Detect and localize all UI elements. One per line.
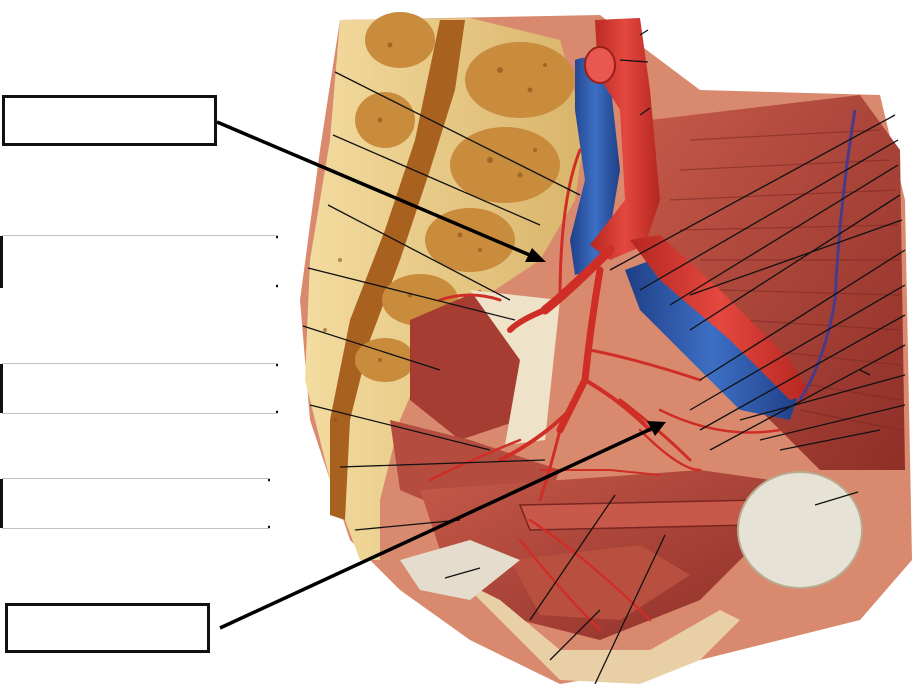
perineal-tissue [420, 560, 740, 684]
inferior-epigastric-vessel [798, 109, 857, 401]
pubic-symphysis [737, 471, 863, 589]
label-box-3[interactable] [0, 364, 276, 413]
leader-lines [302, 29, 906, 685]
pointer-arrows [216, 120, 666, 630]
rectum-segment [518, 499, 762, 531]
label-box-2[interactable] [0, 236, 276, 288]
sacrotuberous-ligament [400, 540, 520, 600]
sacral-canal [330, 20, 465, 520]
external-iliac-artery [630, 235, 810, 400]
common-iliac-vein [570, 57, 620, 275]
external-iliac-vein [625, 255, 800, 420]
label-box-1[interactable] [2, 95, 217, 146]
sacral-plexus-ligament [470, 290, 560, 445]
lateral-muscle [640, 95, 905, 470]
label-box-4[interactable] [0, 479, 268, 528]
label-box-5[interactable] [5, 603, 210, 653]
vertebral-bodies [355, 12, 575, 382]
bone-texture [323, 42, 547, 422]
internal-iliac-branches [428, 148, 782, 632]
lower-organ [510, 545, 690, 620]
artery-cut-end [584, 46, 616, 84]
